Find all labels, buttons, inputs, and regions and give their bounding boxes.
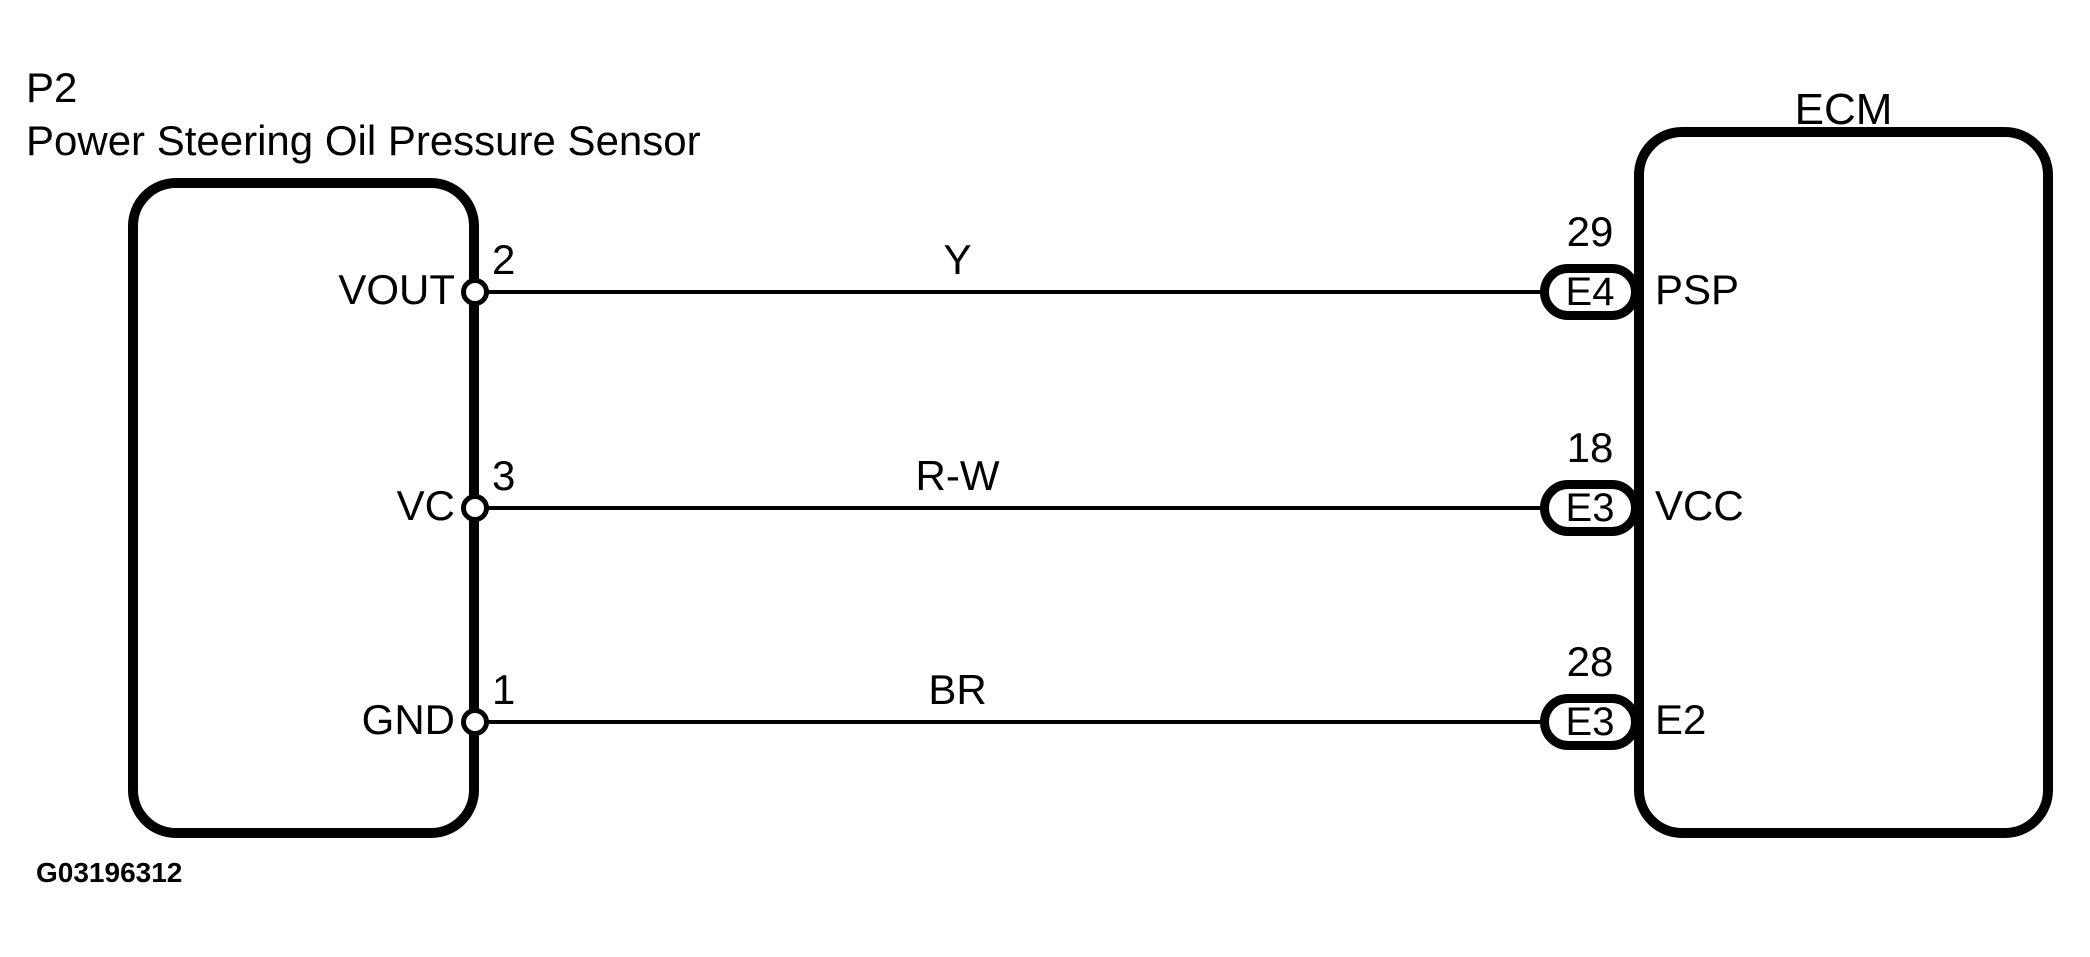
wire-gnd-e2 <box>486 720 1544 724</box>
ecm-connector-oval: E3 <box>1540 480 1640 536</box>
ecm-terminal-number: 18 <box>1566 424 1614 471</box>
wire-color-label: Y <box>943 236 972 283</box>
wire-vout-psp <box>486 290 1544 294</box>
ecm-pin-label: E2 <box>1655 696 1707 743</box>
ecm-title: ECM <box>1794 85 1893 134</box>
ecm-connector-code: E4 <box>1565 270 1615 314</box>
sensor-pin-number: 3 <box>492 452 516 499</box>
ecm-terminal-number: 28 <box>1566 638 1614 685</box>
sensor-pin-label: GND <box>361 696 455 743</box>
sensor-pin-terminal <box>461 494 489 522</box>
sensor-pin-number: 1 <box>492 666 516 713</box>
sensor-pin-number: 2 <box>492 236 516 283</box>
wire-color-label: R-W <box>915 452 1000 499</box>
sensor-pin-label: VOUT <box>338 266 455 313</box>
sensor-pin-terminal <box>461 278 489 306</box>
wire-color-label: BR <box>928 666 987 713</box>
connector-id-label: P2 <box>26 64 78 111</box>
ecm-pin-label: PSP <box>1655 266 1740 313</box>
wire-vc-vcc <box>486 506 1544 510</box>
figure-id: G03196312 <box>36 857 183 888</box>
sensor-pin-label: VC <box>396 482 455 529</box>
connector-name-label: Power Steering Oil Pressure Sensor <box>26 117 701 164</box>
ecm-box <box>1634 127 2053 838</box>
ecm-connector-code: E3 <box>1565 486 1615 530</box>
ecm-connector-code: E3 <box>1565 700 1615 744</box>
ecm-connector-oval: E3 <box>1540 694 1640 750</box>
ecm-terminal-number: 29 <box>1566 208 1614 255</box>
ecm-connector-oval: E4 <box>1540 264 1640 320</box>
ecm-pin-label: VCC <box>1655 482 1744 529</box>
sensor-pin-terminal <box>461 708 489 736</box>
